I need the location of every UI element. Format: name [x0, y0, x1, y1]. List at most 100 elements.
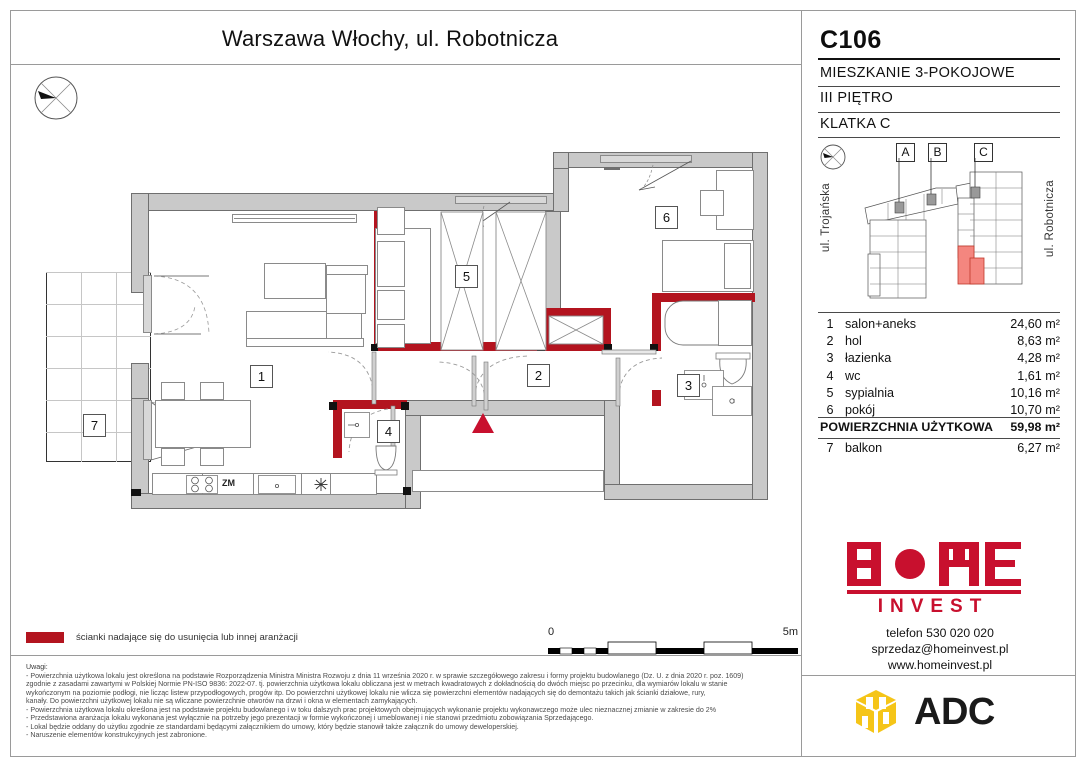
- street-label-left: ul. Trojańska: [820, 183, 832, 253]
- note-line: - Powierzchnia użytkowa lokalu jest okre…: [26, 671, 744, 680]
- total-label: POWIERZCHNIA UŻYTKOWA: [820, 420, 994, 434]
- room-area: 10,16 m²: [1010, 385, 1060, 400]
- bathroom-shelf: [718, 300, 752, 346]
- room-number-4: 4: [377, 420, 400, 443]
- staircase-label: KLATKA C: [820, 116, 891, 132]
- bed-pillow-room6: [724, 243, 751, 289]
- red-wall-closet-right: [602, 308, 611, 351]
- room-area: 6,27 m²: [1017, 441, 1060, 455]
- door-swing-entry-icon: [437, 361, 489, 411]
- table-row: 5 sypialnia 10,16 m²: [818, 385, 1062, 402]
- room-number-7: 7: [83, 414, 106, 437]
- key-plan-marker-a: A: [896, 143, 915, 162]
- home-invest-wordmark-icon: INVEST: [847, 542, 1021, 617]
- key-plan-building-outline: [864, 158, 1023, 299]
- red-wall-bathroom-stub: [652, 390, 661, 406]
- room-number: 4: [826, 368, 834, 383]
- contact-phone: telefon 530 020 020: [886, 626, 994, 640]
- scale-start-label: 0: [548, 626, 555, 638]
- dining-chair: [200, 448, 224, 466]
- notes-heading: Uwagi:: [26, 663, 48, 671]
- sheet-border: [10, 10, 1076, 757]
- adc-text: ADC: [914, 690, 995, 733]
- sofa-front-edge: [246, 338, 364, 347]
- key-plan-marker-c: C: [974, 143, 993, 162]
- sofa-backrest: [326, 265, 368, 275]
- note-line: - Powierzchnia użytkowa lokalu określona…: [26, 705, 717, 714]
- room-area: 8,63 m²: [1017, 334, 1060, 349]
- contact-website[interactable]: www.homeinvest.pl: [887, 658, 993, 672]
- door-swing-bathroom-icon: [615, 357, 663, 407]
- notes-block: Uwagi: - Powierzchnia użytkowa lokalu je…: [26, 663, 786, 740]
- balcony-door-upper: [143, 275, 152, 333]
- sink-icon: [258, 475, 296, 494]
- window-swing-room6-icon: [638, 160, 692, 191]
- entrance-triangle-icon: [472, 413, 494, 433]
- dishwasher-label: ZM: [222, 478, 235, 488]
- room-table: 1 salon+aneks 24,60 m² 2 hol 8,63 m² 3 ł…: [818, 316, 1062, 419]
- room-number-3: 3: [677, 374, 700, 397]
- contact-block: telefon 530 020 020 sprzedaz@homeinvest.…: [818, 625, 1062, 673]
- apartment-code: C106: [820, 26, 882, 54]
- legend-label: ścianki nadające się do usunięcia lub in…: [76, 632, 298, 643]
- room-number-1: 1: [250, 365, 273, 388]
- scale-bar-graphic: [548, 641, 798, 655]
- dining-table: [155, 400, 251, 448]
- room-number: 2: [826, 334, 834, 349]
- rule-under-code: [818, 58, 1060, 60]
- room-number: 3: [826, 351, 834, 366]
- contact-email[interactable]: sprzedaz@homeinvest.pl: [871, 642, 1009, 656]
- red-wall-bathroom-left: [652, 293, 661, 351]
- rule-above-table: [818, 312, 1060, 313]
- red-wall-closet-bottom: [541, 342, 611, 351]
- table-row: 1 salon+aneks 24,60 m²: [818, 316, 1062, 333]
- room-number-6: 6: [655, 206, 678, 229]
- wall-bathroom-bottom: [604, 484, 768, 500]
- toilet-wc-icon: [374, 445, 398, 476]
- adc-rule: [801, 675, 1076, 676]
- wall-left-upper: [131, 193, 149, 293]
- extra-row-wrap: 7 balkon 6,27 m²: [818, 440, 1062, 457]
- red-wall-wc-left: [333, 400, 342, 458]
- wall-bottom: [131, 493, 421, 509]
- room-number: 1: [826, 317, 834, 331]
- rule-under-type: [818, 86, 1060, 87]
- floor-label: III PIĘTRO: [820, 90, 894, 106]
- red-wall-wc-top: [333, 400, 407, 409]
- washbasin-wc-icon: [344, 412, 370, 438]
- room-name: balkon: [845, 441, 883, 455]
- door-swing-salon-icon: [327, 351, 377, 405]
- invest-word: INVEST: [878, 596, 989, 617]
- title-rule: [10, 64, 801, 65]
- rule-under-total: [818, 438, 1060, 439]
- hall-cabinet: [412, 470, 604, 492]
- panel-divider: [801, 10, 802, 757]
- street-label-right: ul. Robotnicza: [1044, 180, 1056, 258]
- key-plan-marker-b: B: [928, 143, 947, 162]
- floor-plan-drawing: 7: [46, 152, 768, 509]
- dining-chair: [200, 382, 224, 400]
- room-area: 10,70 m²: [1010, 402, 1060, 417]
- table-row: 6 pokój 10,70 m²: [818, 402, 1062, 419]
- dining-chair: [161, 448, 185, 466]
- nightstand-bedroom: [377, 207, 405, 235]
- wall-left-pier: [131, 363, 149, 399]
- desk-chair-room6: [700, 190, 724, 216]
- room-name: pokój: [845, 402, 876, 417]
- note-line: - Lokal będzie oddany do użytku zgodnie …: [26, 722, 519, 731]
- room-number: 5: [826, 385, 834, 400]
- room-number: 7: [826, 441, 834, 455]
- washing-machine-icon: [712, 386, 752, 416]
- notes-rule: [10, 655, 801, 656]
- note-line: kanały. Do powierzchni użytkowej lokalu …: [26, 697, 418, 706]
- balcony-door-lower: [143, 400, 152, 460]
- room-name: wc: [845, 368, 861, 383]
- scale-end-label: 5m: [782, 626, 798, 638]
- total-row: POWIERZCHNIA UŻYTKOWA 59,98 m²: [818, 418, 1062, 437]
- room-number: 6: [826, 402, 834, 417]
- room-name: hol: [845, 334, 862, 349]
- room-name: łazienka: [845, 351, 892, 366]
- room-area: 4,28 m²: [1017, 351, 1060, 366]
- room-area: 24,60 m²: [1010, 317, 1060, 331]
- note-line: wykończonym na poziomie podłogi, nie lic…: [26, 688, 706, 697]
